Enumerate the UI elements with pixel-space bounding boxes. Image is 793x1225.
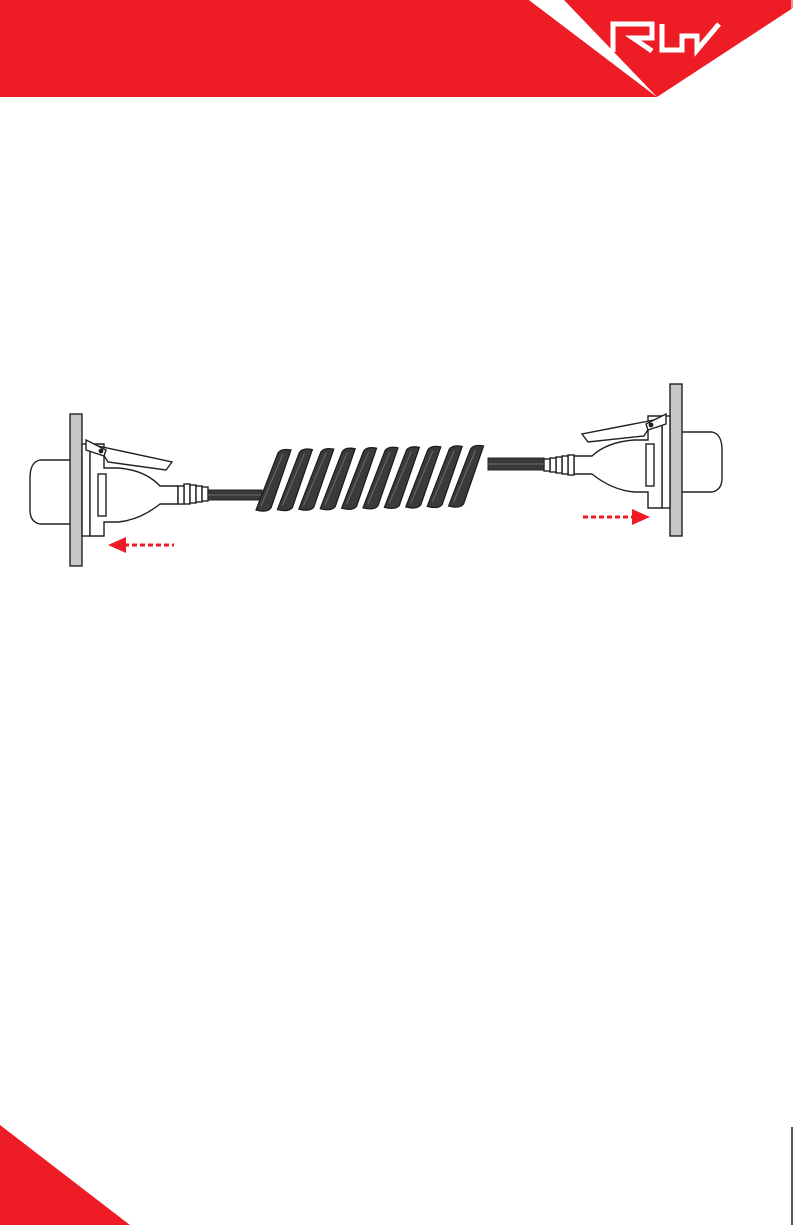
coiled-cable-icon bbox=[256, 445, 484, 511]
right-arrow-icon bbox=[583, 509, 650, 525]
footer-red-corner bbox=[0, 1125, 130, 1225]
left-mount-plate bbox=[70, 414, 82, 566]
left-arrow-icon bbox=[108, 537, 174, 553]
right-mount-plate bbox=[670, 384, 682, 536]
